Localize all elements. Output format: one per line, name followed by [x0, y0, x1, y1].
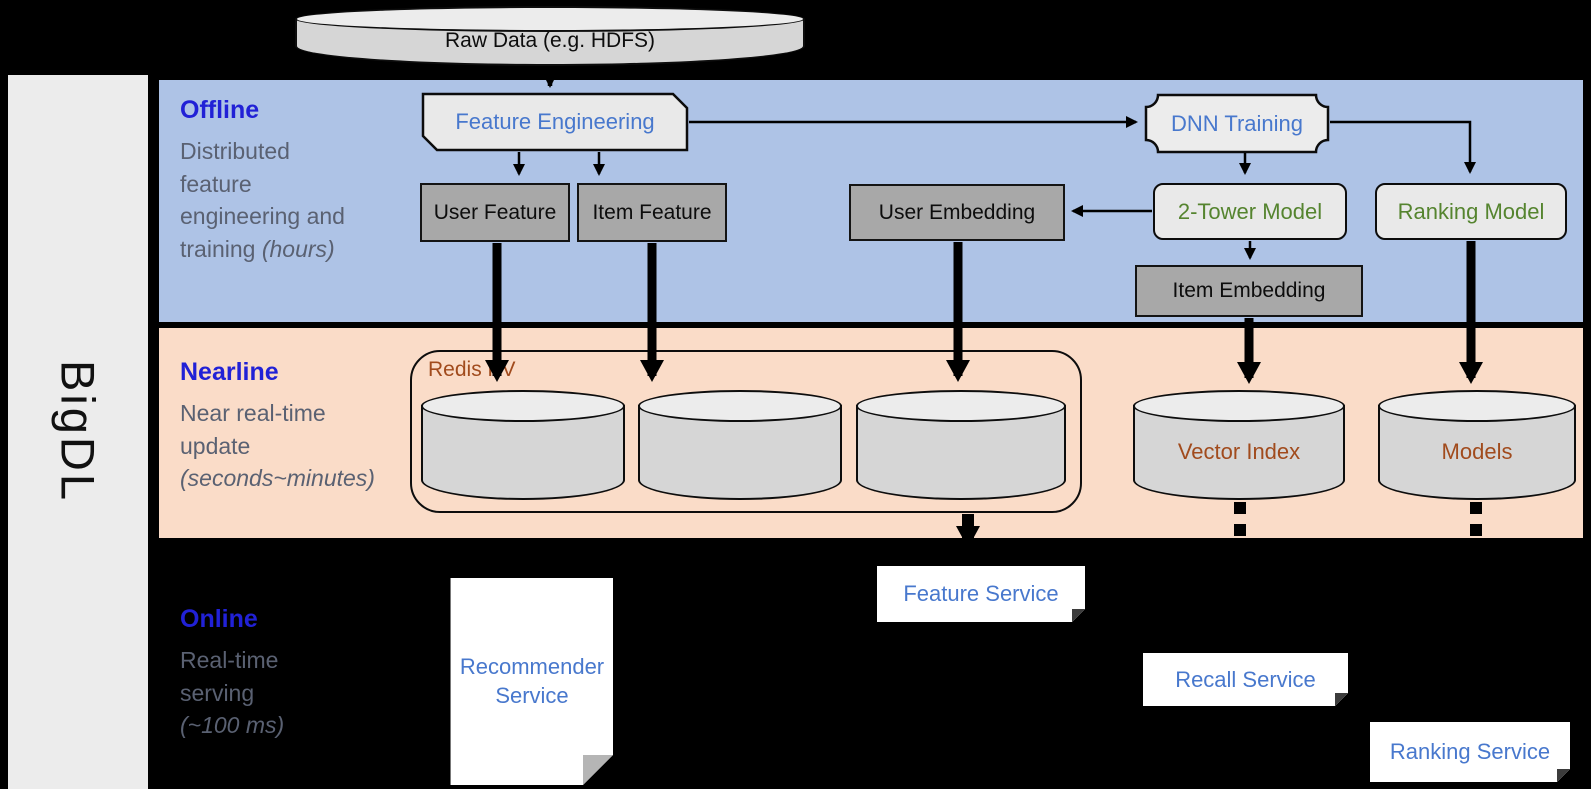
user-embedding-node: User Embedding: [849, 184, 1065, 241]
item-feature-label: Item Feature: [592, 200, 712, 224]
offline-description: Distributed feature engineering and trai…: [180, 138, 345, 262]
raw-data-cylinder: Raw Data (e.g. HDFS): [295, 6, 805, 66]
bigdl-sidebar: BigDL: [8, 75, 148, 789]
dnn-training-label: DNN Training: [1170, 110, 1304, 136]
ranking-service-label: Ranking Service: [1389, 739, 1551, 764]
vector-index-label: Vector Index: [1177, 439, 1301, 464]
models-cylinder: Models: [1378, 390, 1576, 500]
vector-index-cylinder: Vector Index: [1133, 390, 1345, 500]
recommender-service-label: Recommender Service: [459, 653, 605, 708]
user-embedding-label: User Embedding: [878, 200, 1036, 224]
snip-rect-shape: [421, 92, 689, 152]
ranking-model-label: Ranking Model: [1397, 198, 1545, 224]
feature-engineering-label: Feature Engineering: [455, 109, 655, 134]
feature-service-label: Feature Service: [903, 581, 1059, 606]
nearline-text-block: Nearline Near real-time update (seconds~…: [180, 358, 430, 495]
nearline-title: Nearline: [180, 358, 279, 386]
redis-cylinder-3: [856, 390, 1066, 500]
two-tower-model-node: 2-Tower Model: [1153, 183, 1347, 240]
dnn-training-node: DNN Training: [1144, 93, 1330, 154]
ranking-model-node: Ranking Model: [1375, 183, 1567, 240]
raw-data-label: Raw Data (e.g. HDFS): [444, 29, 656, 52]
online-title: Online: [180, 605, 258, 633]
user-feature-node: User Feature: [420, 183, 570, 242]
models-label: Models: [1441, 439, 1513, 464]
bigdl-brand-label: BigDL: [51, 360, 105, 504]
ranking-service-node: Ranking Service: [1370, 722, 1570, 782]
recall-service-label: Recall Service: [1175, 666, 1316, 692]
user-feature-label: User Feature: [433, 200, 557, 224]
recommender-service-node: Recommender Service: [450, 578, 613, 785]
plaque-shape: [1144, 93, 1330, 154]
nearline-description: Near real-time update (seconds~minutes): [180, 400, 375, 492]
redis-kv-label: Redis KV: [428, 358, 516, 381]
recall-service-node: Recall Service: [1143, 653, 1348, 706]
online-text-block: Online Real-time serving (~100 ms): [180, 605, 430, 742]
offline-title: Offline: [180, 96, 260, 124]
redis-cylinder-1: [421, 390, 625, 500]
item-embedding-label: Item Embedding: [1172, 279, 1326, 302]
feature-engineering-node: Feature Engineering: [421, 92, 689, 152]
offline-text-block: Offline Distributed feature engineering …: [180, 96, 420, 266]
two-tower-model-label: 2-Tower Model: [1177, 198, 1323, 224]
redis-cylinder-2: [638, 390, 842, 500]
item-feature-node: Item Feature: [577, 183, 727, 242]
feature-service-node: Feature Service: [877, 566, 1085, 622]
online-description: Real-time serving (~100 ms): [180, 647, 285, 739]
item-embedding-node: Item Embedding: [1135, 265, 1363, 317]
